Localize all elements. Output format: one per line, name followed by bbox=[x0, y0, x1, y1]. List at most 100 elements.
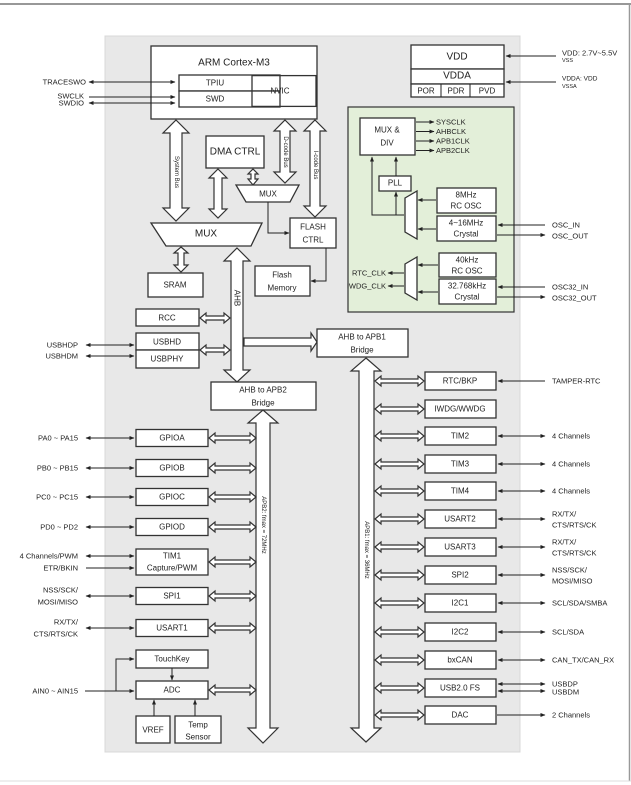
rcc-block bbox=[135, 308, 200, 327]
svg-text:SRAM: SRAM bbox=[163, 281, 186, 290]
signal-label: RX/TX/ bbox=[552, 510, 577, 519]
apb1-bus bbox=[349, 357, 383, 743]
apb1-peripheral-tim3: TIM3 4 Channels bbox=[374, 454, 590, 474]
vdd-label: VDD: 2.7V~5.5V bbox=[562, 49, 617, 58]
vss-label: VSS bbox=[562, 58, 573, 64]
svg-text:I-code Bus: I-code Bus bbox=[312, 151, 318, 180]
svg-text:ARM Cortex-M3: ARM Cortex-M3 bbox=[198, 58, 270, 69]
svg-text:40kHz: 40kHz bbox=[456, 256, 479, 265]
apb1-peripheral-i2c2: I2C2 SCL/SDA bbox=[374, 622, 584, 642]
signal-label: PB0 ~ PB15 bbox=[37, 464, 78, 473]
signal-label: CTS/RTS/CK bbox=[552, 549, 596, 558]
svg-text:D-code Bus: D-code Bus bbox=[282, 136, 288, 167]
svg-text:USART1: USART1 bbox=[156, 624, 188, 633]
svg-text:APB1: fmax = 36MHz: APB1: fmax = 36MHz bbox=[363, 521, 369, 579]
icode-bus bbox=[302, 119, 328, 218]
mux-div-block bbox=[359, 117, 416, 156]
svg-text:AHB to APB1: AHB to APB1 bbox=[338, 333, 386, 342]
svg-text:SPI1: SPI1 bbox=[163, 592, 181, 601]
dma-ctrl-block bbox=[205, 135, 265, 169]
vref-block bbox=[135, 715, 171, 744]
osc-out-label: OSC_OUT bbox=[552, 232, 589, 241]
rc8mhz-block bbox=[436, 187, 497, 214]
svg-text:APB2: fmax = 72MHz: APB2: fmax = 72MHz bbox=[260, 496, 266, 554]
svg-text:PVD: PVD bbox=[479, 87, 496, 96]
nvic-block: NVIC bbox=[270, 87, 289, 96]
svg-text:Sensor: Sensor bbox=[185, 733, 211, 742]
svg-text:Crystal: Crystal bbox=[455, 293, 480, 302]
signal-label: NSS/SCK/ bbox=[43, 586, 79, 595]
signal-label: 4 Channels bbox=[552, 460, 590, 469]
svg-text:PDR: PDR bbox=[448, 87, 465, 96]
svg-text:Crystal: Crystal bbox=[454, 230, 479, 239]
ahb-apb2-bridge bbox=[210, 381, 317, 411]
signal-label: 2 Channels bbox=[552, 711, 590, 720]
arm-cortex-m3: ARM Cortex-M3 TPIU SWD NVIC bbox=[150, 45, 318, 120]
svg-text:RTC/BKP: RTC/BKP bbox=[443, 377, 478, 386]
apb1-peripheral-iwdgwwdg: IWDG/WWDG bbox=[374, 399, 497, 419]
svg-text:POR: POR bbox=[417, 87, 435, 96]
svg-text:USBPHY: USBPHY bbox=[151, 355, 185, 364]
signal-label: 4 Channels bbox=[552, 487, 590, 496]
flash-memory-block bbox=[254, 265, 311, 297]
svg-text:Bridge: Bridge bbox=[251, 399, 275, 408]
dcode-bus bbox=[272, 119, 298, 184]
clock-output-sysclk: SYSCLK bbox=[436, 118, 466, 127]
svg-text:PLL: PLL bbox=[388, 179, 403, 188]
svg-text:AHB: AHB bbox=[233, 290, 242, 306]
signal-label: SCL/SDA bbox=[552, 628, 584, 637]
osc32-out-label: OSC32_OUT bbox=[552, 294, 597, 303]
signal-label: PA0 ~ PA15 bbox=[38, 434, 78, 443]
svg-text:DMA CTRL: DMA CTRL bbox=[210, 147, 261, 158]
temp-sensor-block bbox=[174, 715, 222, 744]
clock-mux-low bbox=[404, 255, 418, 302]
swclk-label: SWCLK bbox=[57, 92, 84, 101]
svg-text:I2C2: I2C2 bbox=[452, 628, 469, 637]
signal-label: ETR/BKIN bbox=[43, 564, 78, 573]
svg-text:Temp: Temp bbox=[188, 721, 208, 730]
svg-text:SPI2: SPI2 bbox=[451, 571, 469, 580]
clock-output-ahbclk: AHBCLK bbox=[436, 127, 466, 136]
sram-block bbox=[147, 272, 204, 298]
usbhdm-label: USBHDM bbox=[45, 352, 78, 361]
svg-text:USB2.0 FS: USB2.0 FS bbox=[440, 684, 480, 693]
vssa-label: VSSA bbox=[562, 84, 577, 90]
svg-text:TIM3: TIM3 bbox=[451, 460, 470, 469]
svg-text:RCC: RCC bbox=[158, 314, 176, 323]
vdda-label: VDDA: VDD bbox=[562, 76, 598, 83]
svg-text:Bridge: Bridge bbox=[350, 346, 374, 355]
signal-label: USBDP bbox=[552, 680, 578, 689]
mux-main bbox=[149, 222, 264, 247]
svg-text:Flash: Flash bbox=[272, 271, 292, 280]
svg-text:4~16MHz: 4~16MHz bbox=[449, 219, 483, 228]
svg-text:DAC: DAC bbox=[452, 711, 469, 720]
svg-text:USART2: USART2 bbox=[444, 515, 476, 524]
svg-text:VDDA: VDDA bbox=[443, 71, 471, 82]
svg-text:AHB to APB2: AHB to APB2 bbox=[239, 386, 287, 395]
swd-block: SWD bbox=[206, 95, 225, 104]
signal-label: MOSI/MISO bbox=[38, 598, 79, 607]
rc40khz-block bbox=[438, 252, 497, 278]
svg-text:Capture/PWM: Capture/PWM bbox=[147, 564, 198, 573]
svg-text:FLASH: FLASH bbox=[300, 223, 326, 232]
crystal-block bbox=[436, 215, 497, 242]
flash-ctrl-block bbox=[289, 217, 337, 249]
apb2-peripheral-gpioa: GPIOA PA0 ~ PA15 bbox=[38, 428, 257, 448]
svg-text:MUX: MUX bbox=[195, 229, 218, 240]
svg-text:USBHD: USBHD bbox=[153, 338, 181, 347]
osc32-in-label: OSC32_IN bbox=[552, 283, 588, 292]
svg-text:MUX: MUX bbox=[259, 190, 277, 199]
crystal32-block bbox=[438, 278, 497, 305]
pll-block bbox=[378, 175, 412, 192]
svg-text:TIM1: TIM1 bbox=[163, 552, 182, 561]
apb1-peripheral-dac: DAC 2 Channels bbox=[374, 705, 590, 725]
svg-text:GPIOA: GPIOA bbox=[159, 434, 185, 443]
svg-text:CTRL: CTRL bbox=[303, 236, 324, 245]
svg-text:Memory: Memory bbox=[268, 284, 297, 293]
